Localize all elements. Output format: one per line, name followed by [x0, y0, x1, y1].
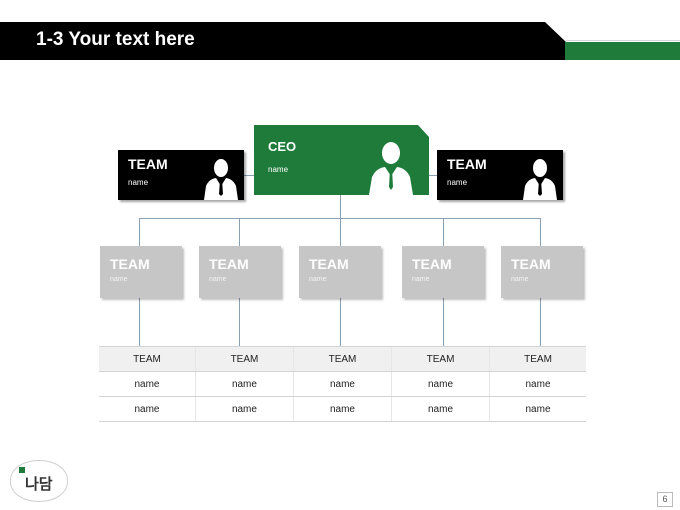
ceo-title: CEO	[268, 139, 297, 154]
table-cell: name	[489, 371, 586, 397]
ceo-name: name	[268, 165, 289, 174]
team-name: name	[110, 276, 128, 283]
table-header-row: TEAM TEAM TEAM TEAM TEAM	[99, 346, 586, 372]
sub-team-box-2: TEAM name	[199, 246, 281, 298]
sub-team-box-1: TEAM name	[100, 246, 182, 298]
team-title: TEAM	[209, 256, 249, 272]
team-name: name	[412, 276, 430, 283]
table-cell: name	[99, 396, 196, 422]
title-bar	[0, 22, 566, 60]
table-cell: name	[292, 371, 392, 397]
connector-right	[429, 175, 437, 176]
table-cell: name	[194, 371, 294, 397]
person-icon	[523, 159, 557, 200]
top-team-box-left: TEAM name	[118, 150, 244, 200]
ceo-box: CEO name	[254, 125, 429, 195]
table-header-cell: TEAM	[390, 346, 490, 372]
table-header-cell: TEAM	[194, 346, 294, 372]
table-cell: name	[194, 396, 294, 422]
table-cell: name	[390, 371, 490, 397]
table-header-cell: TEAM	[99, 346, 196, 372]
table-row: name name name name name	[99, 396, 586, 422]
sub-team-box-5: TEAM name	[501, 246, 583, 298]
team-name: name	[209, 276, 227, 283]
page-number: 6	[657, 492, 673, 507]
team-title: TEAM	[309, 256, 349, 272]
team-title: TEAM	[447, 156, 487, 172]
table-cell: name	[99, 371, 196, 397]
table-cell: name	[390, 396, 490, 422]
page-title: 1-3 Your text here	[36, 29, 195, 50]
company-logo: 나담	[10, 460, 68, 502]
table-cell: name	[292, 396, 392, 422]
header-divider	[566, 40, 680, 41]
logo-text: 나담	[25, 476, 53, 493]
team-title: TEAM	[128, 156, 168, 172]
table-cell: name	[489, 396, 586, 422]
team-table: TEAM TEAM TEAM TEAM TEAM name name name …	[99, 346, 586, 422]
person-icon	[204, 159, 238, 200]
team-name: name	[309, 276, 327, 283]
team-name: name	[128, 178, 149, 187]
table-header-cell: TEAM	[292, 346, 392, 372]
header-accent-bar	[565, 42, 680, 60]
team-name: name	[447, 178, 468, 187]
logo-mark-icon	[19, 467, 25, 473]
sub-team-box-4: TEAM name	[402, 246, 484, 298]
connector-ceo-down	[340, 195, 341, 219]
person-icon	[369, 142, 413, 195]
table-header-cell: TEAM	[489, 346, 586, 372]
team-title: TEAM	[412, 256, 452, 272]
team-name: name	[511, 276, 529, 283]
team-title: TEAM	[511, 256, 551, 272]
table-row: name name name name name	[99, 371, 586, 397]
sub-team-box-3: TEAM name	[299, 246, 381, 298]
team-title: TEAM	[110, 256, 150, 272]
top-team-box-right: TEAM name	[437, 150, 563, 200]
connector-left	[244, 175, 254, 176]
